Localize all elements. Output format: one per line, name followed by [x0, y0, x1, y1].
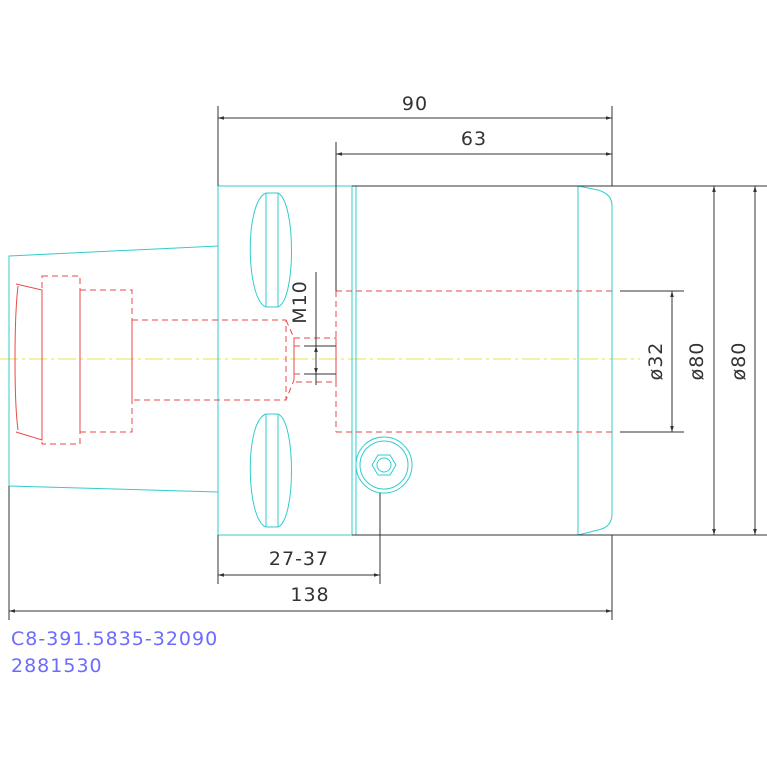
dim-m10-label: M10: [289, 280, 311, 324]
dim-138-label: 138: [290, 584, 329, 606]
dim-27-37-label: 27-37: [269, 548, 329, 570]
dim-overall-length: 138: [8, 486, 613, 620]
item-number: 2881530: [11, 655, 103, 677]
dim-clamp-range: 27-37: [217, 493, 381, 584]
dim-head-length: 63: [335, 128, 612, 291]
flange-body: [217, 185, 353, 536]
dim-bore-diameter: ø32: [620, 290, 684, 433]
body-extension-lines: [352, 185, 767, 536]
dim-overall-length-top: 90: [217, 93, 613, 186]
dim-32-label: ø32: [645, 342, 667, 381]
dim-63-label: 63: [461, 128, 487, 150]
dim-80-inner-label: ø80: [686, 342, 708, 381]
part-code: C8-391.5835-32090: [11, 628, 218, 650]
dim-thread: M10: [289, 272, 336, 385]
dim-body-diameter: ø80: [728, 186, 757, 535]
dim-flange-diameter: ø80: [686, 186, 716, 535]
shank-outline: [8, 245, 219, 493]
dim-90-label: 90: [402, 93, 428, 115]
hidden-features: [14, 275, 612, 445]
cylinder-body: [351, 185, 613, 536]
dim-80-outer-label: ø80: [728, 342, 750, 381]
set-screw-icon: [355, 436, 413, 494]
